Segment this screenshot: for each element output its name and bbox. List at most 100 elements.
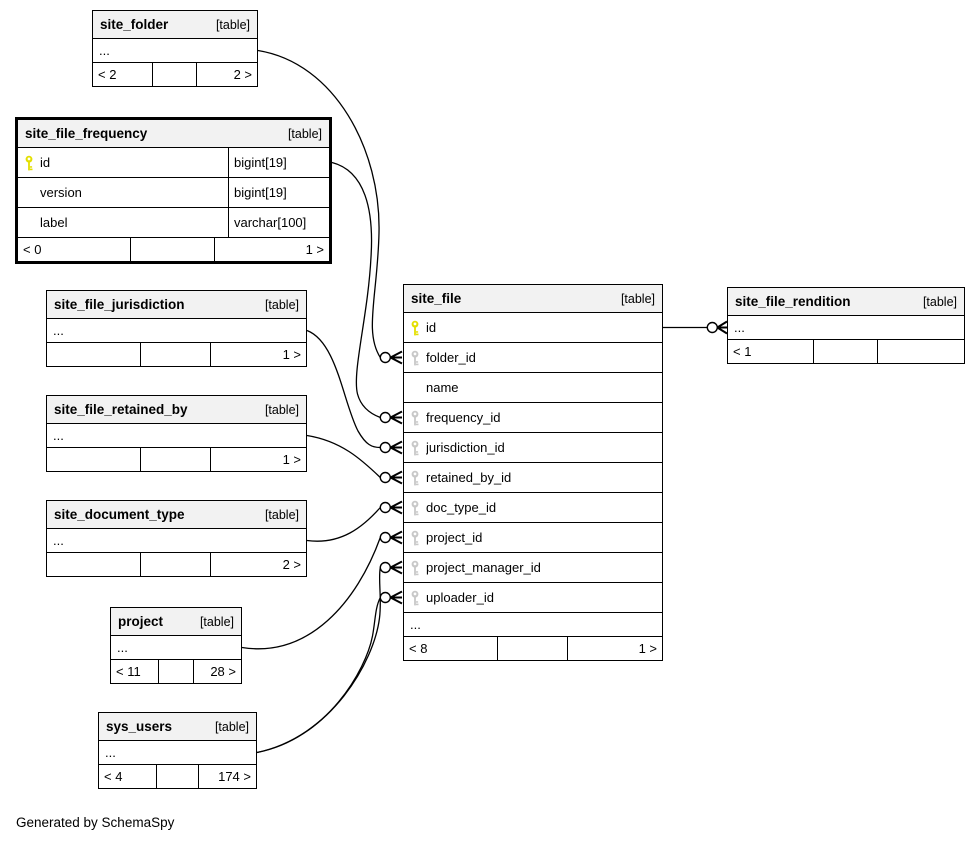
column-key-slot bbox=[404, 590, 426, 606]
table-title: project bbox=[118, 614, 164, 629]
footer-right-count: 2 > bbox=[210, 553, 306, 576]
column-key-slot bbox=[404, 560, 426, 576]
table-site-file[interactable]: site_file [table] id bbox=[403, 284, 663, 661]
column-key-slot bbox=[404, 470, 426, 486]
edge-zero-circle bbox=[379, 471, 391, 484]
primary-key-icon bbox=[25, 155, 33, 170]
edge-wire bbox=[241, 537, 381, 650]
column-name: retained_by_id bbox=[426, 470, 512, 485]
edge-wire bbox=[306, 434, 381, 478]
footer-left-count: < 2 bbox=[98, 67, 117, 82]
footer-left-count: < 4 bbox=[104, 769, 123, 784]
crowfoot-icon bbox=[716, 320, 728, 335]
footer-middle-cell bbox=[140, 343, 210, 366]
table-footer: < 8 1 > bbox=[404, 637, 662, 660]
table-header: sys_users [table] bbox=[99, 713, 256, 741]
primary-key-icon bbox=[411, 320, 419, 335]
hidden-columns-ellipsis: ... bbox=[404, 613, 662, 637]
column-row-project-id: project_id bbox=[404, 523, 662, 553]
table-type-tag: [table] bbox=[214, 719, 249, 734]
crowfoot-icon bbox=[390, 530, 403, 545]
column-name: project_id bbox=[426, 530, 483, 545]
table-site-file-frequency[interactable]: site_file_frequency [table] id bigint[19… bbox=[15, 117, 332, 264]
footer-left-count bbox=[47, 553, 140, 576]
table-header: site_file_rendition [table] bbox=[728, 288, 964, 316]
column-row-id: id bigint[19] bbox=[18, 148, 329, 178]
column-row-doc-type-id: doc_type_id bbox=[404, 493, 662, 523]
edge-zero-circle bbox=[379, 561, 391, 574]
table-site-file-retained-by[interactable]: site_file_retained_by [table] ... 1 > bbox=[46, 395, 307, 472]
hidden-columns-ellipsis: ... bbox=[93, 39, 257, 63]
column-key-slot bbox=[404, 350, 426, 366]
footer-middle-cell bbox=[140, 553, 210, 576]
crowfoot-icon bbox=[390, 350, 403, 365]
edge-sys-users-to-project-manager-id bbox=[256, 560, 403, 754]
table-type-tag: [table] bbox=[199, 614, 234, 629]
footer-left-count: < 8 bbox=[409, 641, 428, 656]
edge-zero-circle bbox=[379, 351, 391, 364]
column-key-slot bbox=[404, 440, 426, 456]
edge-wire bbox=[306, 507, 381, 542]
table-footer: 2 > bbox=[47, 553, 306, 576]
footer-middle-cell bbox=[157, 660, 193, 683]
table-footer: 1 > bbox=[47, 448, 306, 471]
table-site-document-type[interactable]: site_document_type [table] ... 2 > bbox=[46, 500, 307, 577]
hidden-columns-ellipsis: ... bbox=[47, 529, 306, 553]
hidden-columns-ellipsis: ... bbox=[99, 741, 256, 765]
table-title: site_file_rendition bbox=[735, 294, 851, 309]
table-site-folder[interactable]: site_folder [table] ... < 2 2 > bbox=[92, 10, 258, 87]
column-row-project-manager-id: project_manager_id bbox=[404, 553, 662, 583]
footer-right-count: 1 > bbox=[210, 343, 306, 366]
table-type-tag: [table] bbox=[287, 126, 322, 141]
edge-zero-circle bbox=[379, 441, 391, 454]
table-sys-users[interactable]: sys_users [table] ... < 4 174 > bbox=[98, 712, 257, 789]
column-key-slot bbox=[404, 320, 426, 336]
foreign-key-icon bbox=[411, 350, 419, 365]
table-header: site_folder [table] bbox=[93, 11, 257, 39]
footer-left-count: < 11 bbox=[116, 664, 141, 679]
table-site-file-jurisdiction[interactable]: site_file_jurisdiction [table] ... 1 > bbox=[46, 290, 307, 367]
edge-zero-circle bbox=[379, 501, 391, 514]
table-title: site_file bbox=[411, 291, 462, 306]
footer-right-count bbox=[876, 340, 964, 363]
hidden-columns-ellipsis: ... bbox=[111, 636, 241, 660]
edge-jurisdiction-to-jurisdiction-id bbox=[306, 329, 403, 455]
generated-by-note: Generated by SchemaSpy bbox=[16, 815, 175, 830]
foreign-key-icon bbox=[411, 470, 419, 485]
edge-frequency-to-frequency-id bbox=[331, 161, 403, 425]
table-footer: < 2 2 > bbox=[93, 63, 257, 86]
table-title: site_document_type bbox=[54, 507, 185, 522]
hidden-columns-ellipsis: ... bbox=[728, 316, 964, 340]
edge-zero-circle bbox=[379, 531, 391, 544]
edge-zero-circle bbox=[379, 411, 391, 424]
foreign-key-icon bbox=[411, 590, 419, 605]
table-footer: < 11 28 > bbox=[111, 660, 241, 683]
column-row-frequency-id: frequency_id bbox=[404, 403, 662, 433]
column-name: version bbox=[40, 185, 82, 200]
column-name: doc_type_id bbox=[426, 500, 497, 515]
foreign-key-icon bbox=[411, 560, 419, 575]
footer-middle-cell bbox=[496, 637, 567, 660]
footer-middle-cell bbox=[812, 340, 877, 363]
column-key-slot bbox=[404, 500, 426, 516]
table-type-tag: [table] bbox=[922, 294, 957, 309]
crowfoot-icon bbox=[390, 590, 403, 605]
footer-right-count: 2 > bbox=[196, 63, 257, 86]
column-name: id bbox=[40, 155, 51, 170]
footer-left-count bbox=[47, 343, 140, 366]
column-name: frequency_id bbox=[426, 410, 501, 425]
column-name: jurisdiction_id bbox=[426, 440, 505, 455]
column-name: id bbox=[426, 320, 437, 335]
footer-right-count: 1 > bbox=[566, 637, 662, 660]
edge-sys-users-to-uploader-id bbox=[256, 590, 403, 754]
column-type: bigint[19] bbox=[228, 178, 329, 207]
table-project[interactable]: project [table] ... < 11 28 > bbox=[110, 607, 242, 684]
table-type-tag: [table] bbox=[620, 291, 655, 306]
table-site-file-rendition[interactable]: site_file_rendition [table] ... < 1 bbox=[727, 287, 965, 364]
edge-wire bbox=[306, 329, 381, 449]
crowfoot-icon bbox=[390, 560, 403, 575]
footer-middle-cell bbox=[140, 448, 210, 471]
table-header: project [table] bbox=[111, 608, 241, 636]
footer-middle-cell bbox=[129, 238, 214, 261]
